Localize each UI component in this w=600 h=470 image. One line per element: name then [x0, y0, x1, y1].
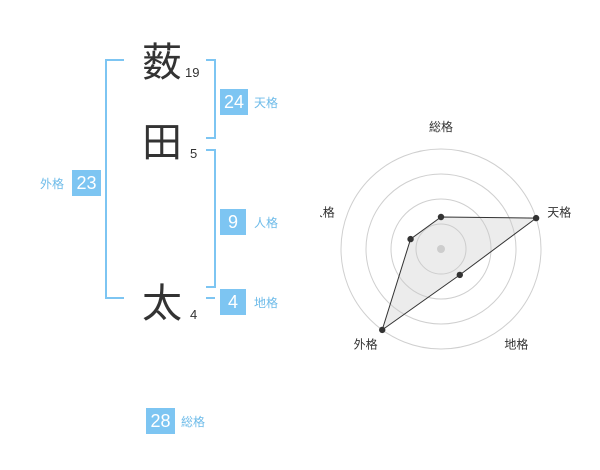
gaikaku-bracket	[105, 59, 124, 299]
radar-ring-1	[415, 223, 467, 275]
tenkaku-label: 天格	[254, 96, 279, 110]
radar-axis-label-2: 天格	[547, 205, 571, 220]
radar-ring-3	[365, 173, 517, 325]
tenkaku-bracket	[206, 59, 216, 139]
radar-axis-label-3: 地格	[504, 336, 528, 351]
radar-ring-4	[340, 148, 542, 350]
gaikaku-label: 外格	[40, 177, 65, 191]
tenkaku-value: 24	[220, 89, 248, 115]
radar-point-4	[379, 326, 386, 334]
name-char-2: 田	[142, 120, 182, 166]
radar-point-3	[456, 271, 464, 279]
radar-point-1	[437, 213, 445, 221]
stroke-count-1: 19	[185, 65, 200, 80]
radar-axis-label-4: 外格	[354, 336, 378, 351]
jinkaku-value: 9	[220, 209, 246, 235]
chikaku-label: 地格	[254, 296, 279, 310]
radar-point-5	[407, 235, 414, 243]
soukaku-value: 28	[146, 408, 175, 434]
stroke-count-2: 5	[190, 146, 198, 161]
chikaku-value: 4	[220, 289, 246, 315]
radar-axis-label-1: 総格	[429, 119, 453, 134]
jinkaku-bracket	[206, 149, 216, 288]
name-char-1: 薮	[142, 40, 182, 86]
radar-center	[437, 245, 445, 253]
name-char-3: 太	[142, 281, 182, 327]
radar-ring-2	[390, 198, 492, 300]
stroke-count-3: 4	[190, 307, 198, 322]
radar-point-2	[532, 214, 540, 222]
jinkaku-label: 人格	[254, 216, 279, 230]
radar-axis-label-5: 人格	[320, 205, 335, 220]
gaikaku-value: 23	[72, 170, 101, 196]
soukaku-label: 総格	[181, 415, 206, 429]
